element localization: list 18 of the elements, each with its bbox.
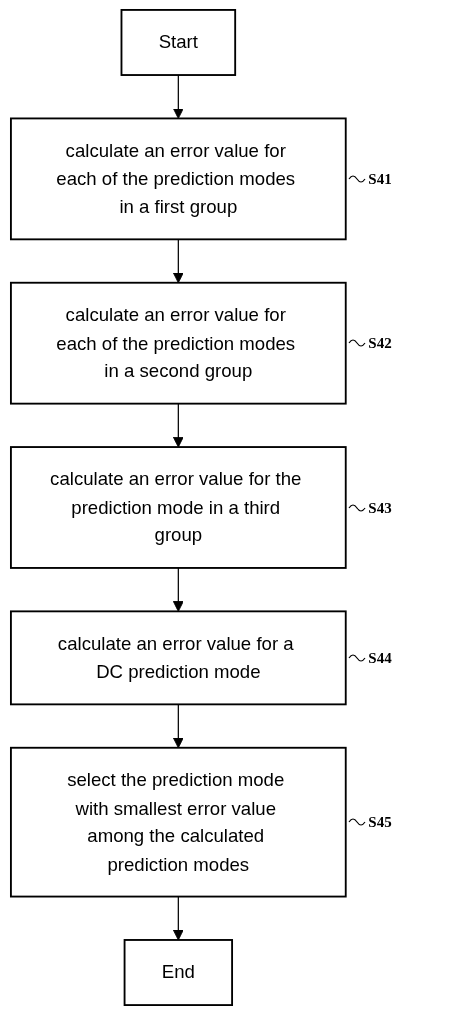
step-label: S43 — [368, 498, 392, 518]
node-box: select the prediction mode with smallest error value among the calculated prediction modes — [9, 746, 347, 898]
node-box: calculate an error value for the prediction mode in a third group — [9, 446, 347, 569]
node-box: calculate an error value for each of the prediction modes in a first group — [9, 117, 347, 241]
node-box: calculate an error value for each of the prediction modes in a second group — [9, 281, 347, 405]
arrow — [172, 74, 184, 119]
arrow — [172, 703, 184, 749]
arrow — [172, 567, 184, 612]
node-box: calculate an error value for a DC prediction mode — [9, 610, 347, 706]
step-label: S42 — [368, 334, 392, 354]
step-label: S45 — [368, 813, 392, 833]
step-label: S41 — [368, 169, 392, 189]
node-box: End — [123, 939, 233, 1006]
arrow — [172, 238, 184, 284]
arrow — [172, 403, 184, 448]
step-label: S44 — [368, 648, 392, 668]
node-box: Start — [120, 9, 236, 76]
arrow — [172, 895, 184, 941]
